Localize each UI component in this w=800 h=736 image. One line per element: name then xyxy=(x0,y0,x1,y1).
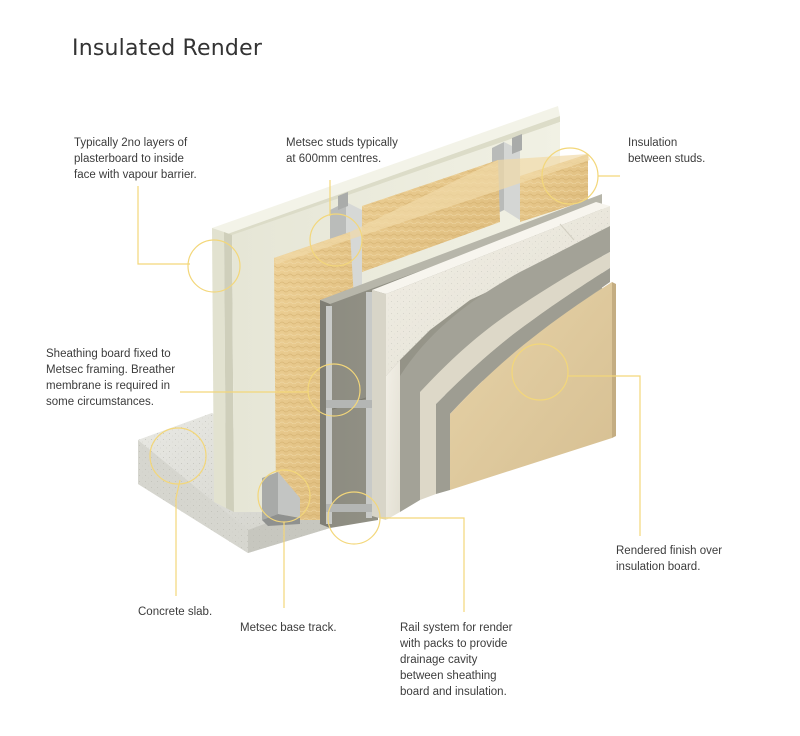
marker-plasterboard xyxy=(187,239,241,293)
callout-studs: Metsec studs typically at 600mm centres. xyxy=(286,137,398,165)
marker-rail xyxy=(327,491,381,545)
callout-sheathing: Sheathing board fixed to Metsec framing.… xyxy=(46,348,176,408)
insulation-board xyxy=(372,202,610,520)
marker-render xyxy=(511,343,569,401)
marker-studs xyxy=(309,213,363,267)
callout-insulation: Insulation between studs. xyxy=(628,137,706,165)
marker-base-track xyxy=(257,469,311,523)
marker-sheathing xyxy=(307,363,361,417)
marker-slab xyxy=(149,427,207,485)
leader-plasterboard xyxy=(137,186,190,265)
leader-rail xyxy=(380,517,465,612)
leader-render xyxy=(568,375,641,536)
marker-insulation xyxy=(541,147,599,205)
page-title: Insulated Render xyxy=(72,36,263,61)
callout-base-track: Metsec base track. xyxy=(240,622,337,634)
rendered-finish xyxy=(450,282,616,490)
callout-plasterboard: Typically 2no layers of plasterboard to … xyxy=(74,137,197,181)
metsec-base-track xyxy=(262,472,300,526)
callout-slab: Concrete slab. xyxy=(138,606,213,618)
render-basecoat xyxy=(400,226,610,512)
callout-rail: Rail system for render with packs to pro… xyxy=(400,622,513,698)
callout-render: Rendered finish over insulation board. xyxy=(616,545,723,573)
leader-slab xyxy=(175,479,181,596)
callout-markers xyxy=(137,147,641,612)
